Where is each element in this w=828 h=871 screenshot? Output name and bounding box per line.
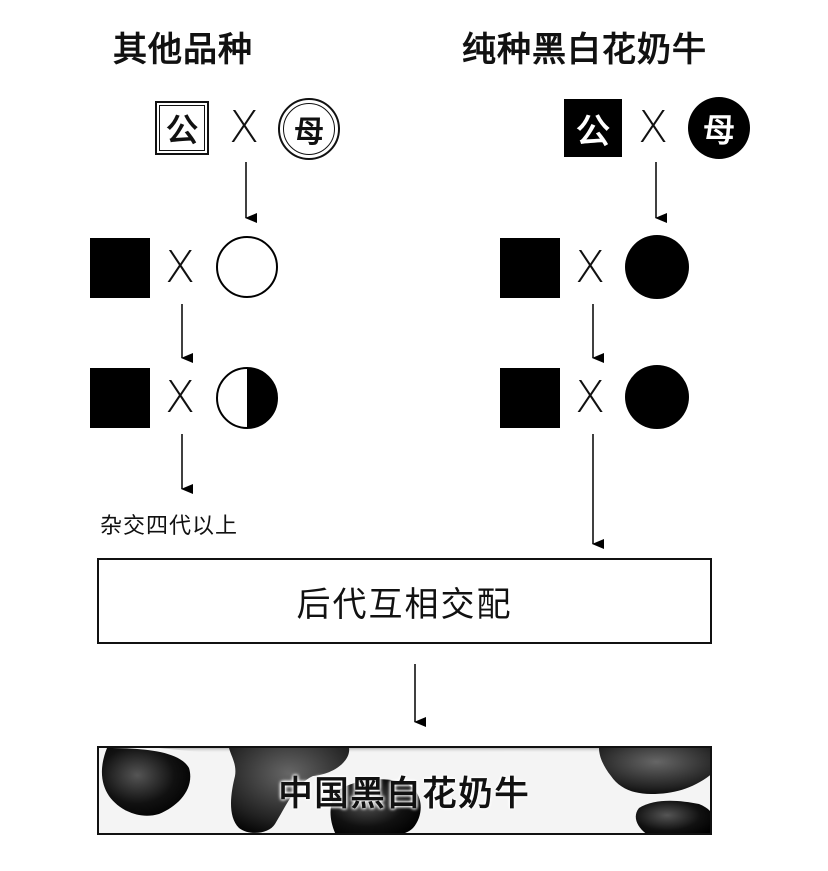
result-box: 中国黑白花奶牛 <box>97 746 712 835</box>
right-parents-cross-sign: X <box>638 102 669 153</box>
right-gen1-female-black-circle <box>625 235 689 299</box>
left-gen1-cross-sign: X <box>165 242 196 293</box>
offspring-mating-box: 后代互相交配 <box>97 558 712 644</box>
right-gen2-male-square <box>500 368 560 428</box>
right-gen1-male-square <box>500 238 560 298</box>
left-female-label: 母 <box>294 115 324 150</box>
right-male-label: 公 <box>576 111 610 152</box>
right-gen1-cross-sign: X <box>575 242 606 293</box>
right-gen2-female-black-circle <box>625 365 689 429</box>
right-gen2-cross-sign: X <box>575 372 606 423</box>
result-label: 中国黑白花奶牛 <box>278 774 531 814</box>
left-male-label: 公 <box>165 111 198 149</box>
left-gen1-male-square <box>90 238 150 298</box>
left-gen2-male-square <box>90 368 150 428</box>
right-female-parent-symbol: 母 <box>688 97 750 159</box>
cow-spot-pattern <box>99 748 710 833</box>
left-gen2-cross-sign: X <box>165 372 196 423</box>
left-female-parent-symbol: 母 <box>278 98 340 160</box>
left-male-parent-symbol: 公 <box>155 101 209 155</box>
right-column-title: 纯种黑白花奶牛 <box>462 30 707 70</box>
left-parents-cross-sign: X <box>229 102 260 153</box>
right-female-label: 母 <box>702 111 735 149</box>
right-male-parent-symbol: 公 <box>564 99 622 157</box>
left-column-title: 其他品种 <box>113 30 253 70</box>
left-gen1-female-white-circle <box>216 236 278 298</box>
offspring-mating-label: 后代互相交配 <box>296 584 513 625</box>
left-gen2-female-half-circle <box>216 367 278 429</box>
left-crossbreed-caption: 杂交四代以上 <box>100 514 239 539</box>
